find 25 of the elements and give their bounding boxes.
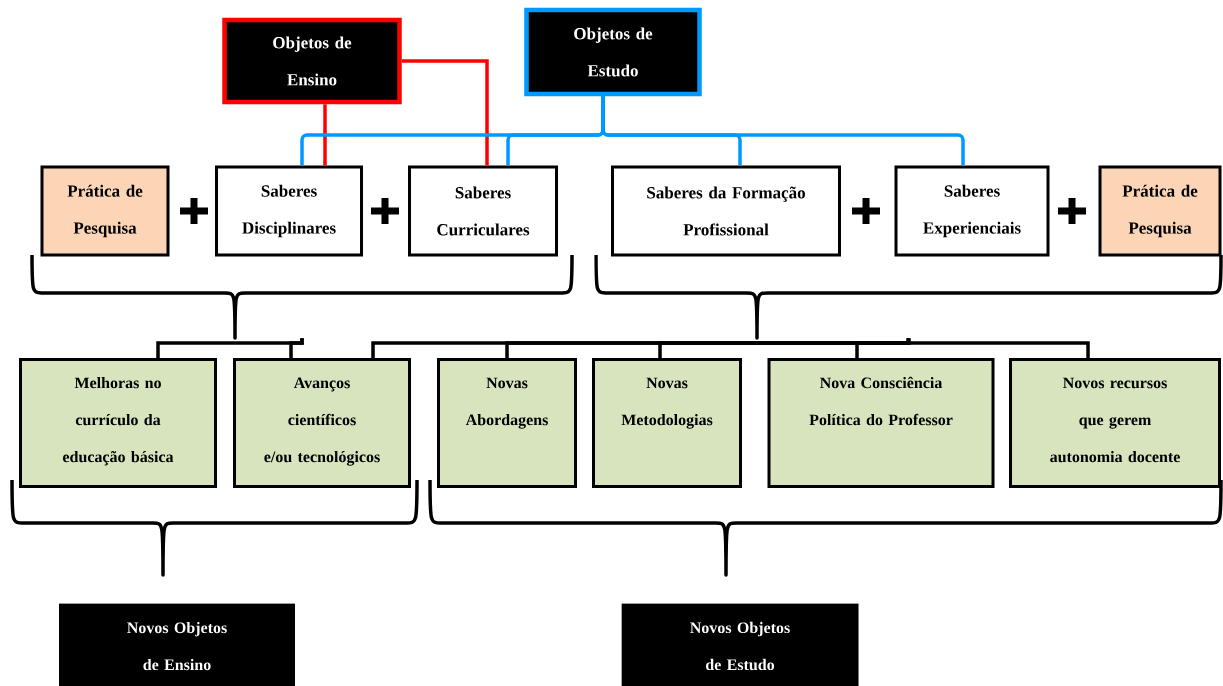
research-box: Prática de Pesquisa — [40, 165, 170, 257]
connector-line — [601, 96, 965, 166]
outcome-box: Novas Abordagens — [437, 358, 577, 488]
curly-brace — [10, 480, 419, 577]
curly-brace — [594, 255, 1223, 340]
outcome-box: Novas Metodologias — [592, 358, 742, 488]
knowledge-box: Saberes Disciplinares — [215, 165, 363, 257]
curly-brace — [428, 480, 1223, 577]
outcome-box: Melhoras no currículo da educação básica — [19, 358, 217, 488]
knowledge-box: Saberes da Formação Profissional — [611, 165, 841, 257]
outcome-box: Nova Consciência Política do Professor — [767, 358, 995, 488]
research-box: Prática de Pesquisa — [1098, 165, 1222, 257]
connector-line — [401, 59, 489, 166]
objects-box: Objetos de Estudo — [524, 7, 702, 97]
knowledge-box: Saberes Curriculares — [408, 165, 558, 257]
connector-line — [323, 104, 327, 166]
objects-box: Objetos de Ensino — [222, 17, 402, 105]
result-box: Novos Objetos de Estudo — [621, 603, 859, 686]
connector-line — [289, 338, 304, 358]
outcome-box: Novos recursos que gerem autonomia docente — [1009, 358, 1221, 488]
outcome-box: Avanços científicos e/ou tecnológicos — [233, 358, 411, 488]
connector-line — [906, 338, 1090, 358]
result-box: Novos Objetos de Ensino — [59, 603, 295, 686]
knowledge-box: Saberes Experienciais — [894, 165, 1050, 257]
curly-brace — [30, 255, 574, 340]
